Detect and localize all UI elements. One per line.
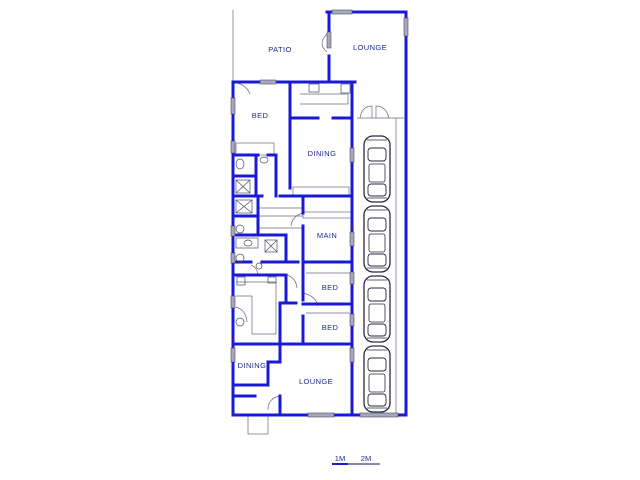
car-part [363,275,391,343]
room-labels: PATIO LOUNGE BED DINING MAIN BED BED DIN… [238,43,387,386]
car-icon [363,135,391,203]
basin-icon [308,83,320,93]
door-swing-icon [286,274,298,289]
car-icon [363,275,391,343]
window [230,225,236,237]
car-part [363,345,391,413]
car-part [367,253,387,267]
car-part [363,205,391,273]
scale-bar-segment-2 [348,463,380,465]
cabinet [292,186,350,196]
door-swing-icon [375,105,390,119]
window [259,79,277,85]
room-label-lounge-top: LOUNGE [353,43,387,52]
car-part [363,135,391,203]
window [326,31,332,49]
window [403,17,409,37]
window [349,347,355,363]
basin-icon [255,262,263,270]
window [230,347,236,363]
door-swing-icon [235,306,248,323]
door-swing-icon [232,81,251,95]
car-part [368,163,386,183]
car-part [367,323,387,337]
car-part [367,357,387,372]
bath-top-fixture [235,142,275,156]
room-label-lounge-bottom: LOUNGE [299,377,333,386]
wardrobe [302,211,352,219]
room-label-main: MAIN [317,231,337,240]
room-label-bed-mid: BED [322,283,339,292]
door-swing-icon [321,33,328,53]
car-part [367,287,387,302]
room-label-dining-top: DINING [308,149,337,158]
basin-icon [267,276,277,284]
window [230,252,236,264]
car-icon [363,205,391,273]
cars [363,135,391,413]
room-label-bed-low: BED [322,323,339,332]
stove-icon [340,83,351,94]
scale-label-1m: 1M [335,454,345,463]
scale-bar-segment-1 [332,463,348,465]
window [349,313,355,327]
shower-icon [235,179,251,194]
room-label-bed-top: BED [252,111,269,120]
stove-icon [236,276,246,286]
scale-bar: 1M 2M [332,454,380,465]
window [230,140,236,154]
basin-icon [243,239,253,247]
scale-label-2m: 2M [361,454,371,463]
window [331,9,353,15]
window [349,271,355,285]
kitchen-counter-low [236,281,277,335]
door-swing-icon [267,395,281,411]
car-part [367,183,387,197]
window [307,412,335,418]
garage-door-icon [359,412,399,418]
car-part [368,233,386,253]
toilet-icon [235,158,245,170]
window [230,295,236,309]
window [349,231,355,247]
car-part [367,217,387,232]
car-icon [363,345,391,413]
car-part [367,147,387,162]
door-swing-icon [359,105,373,119]
fixtures [235,83,351,327]
kitchen-counter-top [300,93,349,105]
shower-icon [235,199,253,214]
windows [230,9,409,418]
room-label-patio: PATIO [268,45,291,54]
bath-icon [235,237,259,249]
car-part [368,373,386,393]
basin-icon [259,156,269,164]
window [230,97,236,115]
room-label-dining-bottom: DINING [238,361,267,370]
shower-icon [235,199,253,214]
shower-icon [264,239,278,253]
wall-lounge-top [325,10,408,120]
car-part [367,393,387,407]
shower-icon [264,239,278,253]
door-swing-icon [290,212,304,227]
toilet-icon [235,224,245,234]
toilet-icon [235,317,245,327]
window [349,147,355,163]
shower-icon [235,179,251,194]
car-part [368,303,386,323]
toilet-icon [235,253,245,263]
entrance-step [247,415,269,435]
